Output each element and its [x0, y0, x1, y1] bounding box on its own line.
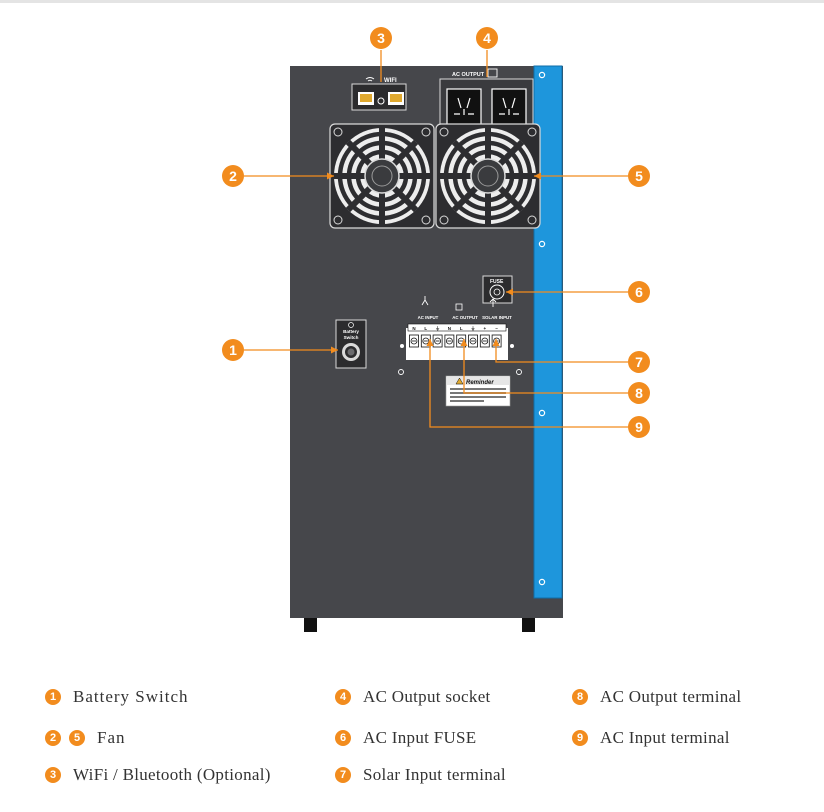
callout-arrowheads [327, 172, 541, 354]
callout-badges: 3 4 2 5 6 1 7 8 [222, 27, 650, 438]
fuse-label: FUSE [490, 279, 504, 285]
terminal-pin-label: − [495, 326, 498, 331]
callout-4: 4 [476, 27, 498, 49]
fan-left [330, 124, 434, 228]
terminal-group-ac-input: AC INPUT [418, 315, 439, 320]
callout-1: 1 [222, 339, 244, 361]
wifi-label: WIFI [384, 78, 397, 84]
legend-label: AC Output socket [363, 687, 491, 706]
legend-label: AC Input terminal [600, 728, 730, 747]
callout-7-number: 7 [635, 354, 643, 370]
callout-5-number: 5 [635, 168, 643, 184]
callout-8: 8 [628, 382, 650, 404]
terminal-pin-label: N [412, 326, 415, 331]
legend-number: 2 [45, 730, 61, 746]
terminal-pin-label: N [448, 326, 451, 331]
callout-2-number: 2 [229, 168, 237, 184]
callout-6-number: 6 [635, 284, 643, 300]
inverter-back-panel-diagram: WIFI AC OUTPUT FUSE Battery Switch AC IN… [222, 27, 650, 632]
ac-output-socket-label: AC OUTPUT [452, 72, 485, 78]
legend-number: 7 [335, 767, 351, 783]
legend-item-solar-input-terminal: 7 Solar Input terminal [335, 764, 506, 786]
callout-3-number: 3 [377, 30, 385, 46]
legend-item-fan: 2 5 Fan [45, 727, 126, 749]
callout-3: 3 [370, 27, 392, 49]
terminal-pin-label: ⏚ [435, 325, 440, 332]
callout-8-number: 8 [635, 385, 643, 401]
legend-label: Fan [97, 728, 126, 747]
reminder-title: Reminder [466, 380, 494, 386]
callout-2: 2 [222, 165, 244, 187]
fan-right [436, 124, 540, 228]
top-rule [0, 0, 824, 3]
legend-item-battery-switch: 1 Battery Switch [45, 686, 189, 708]
terminal-pins: N L ⏚ N L ⏚ + − [409, 325, 502, 348]
legend-number: 1 [45, 689, 61, 705]
legend-number: 4 [335, 689, 351, 705]
legend-item-ac-output-terminal: 8 AC Output terminal [572, 686, 741, 708]
terminal-group-ac-output: AC OUTPUT [452, 315, 478, 320]
legend-item-wifi: 3 WiFi / Bluetooth (Optional) [45, 764, 271, 786]
legend-label: Battery Switch [73, 687, 189, 706]
callout-1-number: 1 [229, 342, 237, 358]
terminal-pin-label: ⏚ [471, 325, 476, 332]
callout-5: 5 [628, 165, 650, 187]
callout-7: 7 [628, 351, 650, 373]
callout-9-number: 9 [635, 419, 643, 435]
legend-number: 9 [572, 730, 588, 746]
terminal-pin-label: L [460, 326, 463, 331]
reminder-label: Reminder [445, 375, 511, 407]
legend-number: 5 [69, 730, 85, 746]
terminal-block: AC INPUT AC OUTPUT SOLAR INPUT N L ⏚ N L ⏚ + − [398, 296, 522, 375]
ac-output-socket: AC OUTPUT [439, 68, 534, 132]
legend-label: AC Output terminal [600, 687, 742, 706]
battery-switch-label-1: Battery [343, 329, 359, 334]
legend-number: 3 [45, 767, 61, 783]
battery-switch-label-2: Switch [344, 335, 359, 340]
pylon-icon [421, 296, 429, 306]
callout-4-number: 4 [483, 30, 491, 46]
legend-item-ac-input-fuse: 6 AC Input FUSE [335, 727, 476, 749]
callout-9: 9 [628, 416, 650, 438]
side-panel-holes [538, 71, 546, 586]
foot-right [522, 618, 535, 632]
wifi-module: WIFI [351, 77, 407, 111]
legend-label: WiFi / Bluetooth (Optional) [73, 765, 271, 784]
solar-icon [489, 298, 497, 307]
legend-number: 8 [572, 689, 588, 705]
legend-label: Solar Input terminal [363, 765, 506, 784]
warning-icon [455, 377, 464, 385]
legend-number: 6 [335, 730, 351, 746]
foot-left [304, 618, 317, 632]
house-icon [455, 303, 463, 311]
terminal-pin-label: L [424, 326, 427, 331]
legend-item-ac-output-socket: 4 AC Output socket [335, 686, 491, 708]
callout-leaders [244, 50, 628, 428]
ac-input-fuse: FUSE [482, 275, 513, 304]
socket-warning-icon [487, 68, 498, 78]
battery-switch: Battery Switch [335, 319, 367, 369]
wifi-icon [365, 77, 375, 82]
terminal-group-solar-input: SOLAR INPUT [482, 315, 512, 320]
legend-label: AC Input FUSE [363, 728, 477, 747]
callout-6: 6 [628, 281, 650, 303]
legend-item-ac-input-terminal: 9 AC Input terminal [572, 727, 730, 749]
terminal-pin-label: + [483, 326, 486, 331]
